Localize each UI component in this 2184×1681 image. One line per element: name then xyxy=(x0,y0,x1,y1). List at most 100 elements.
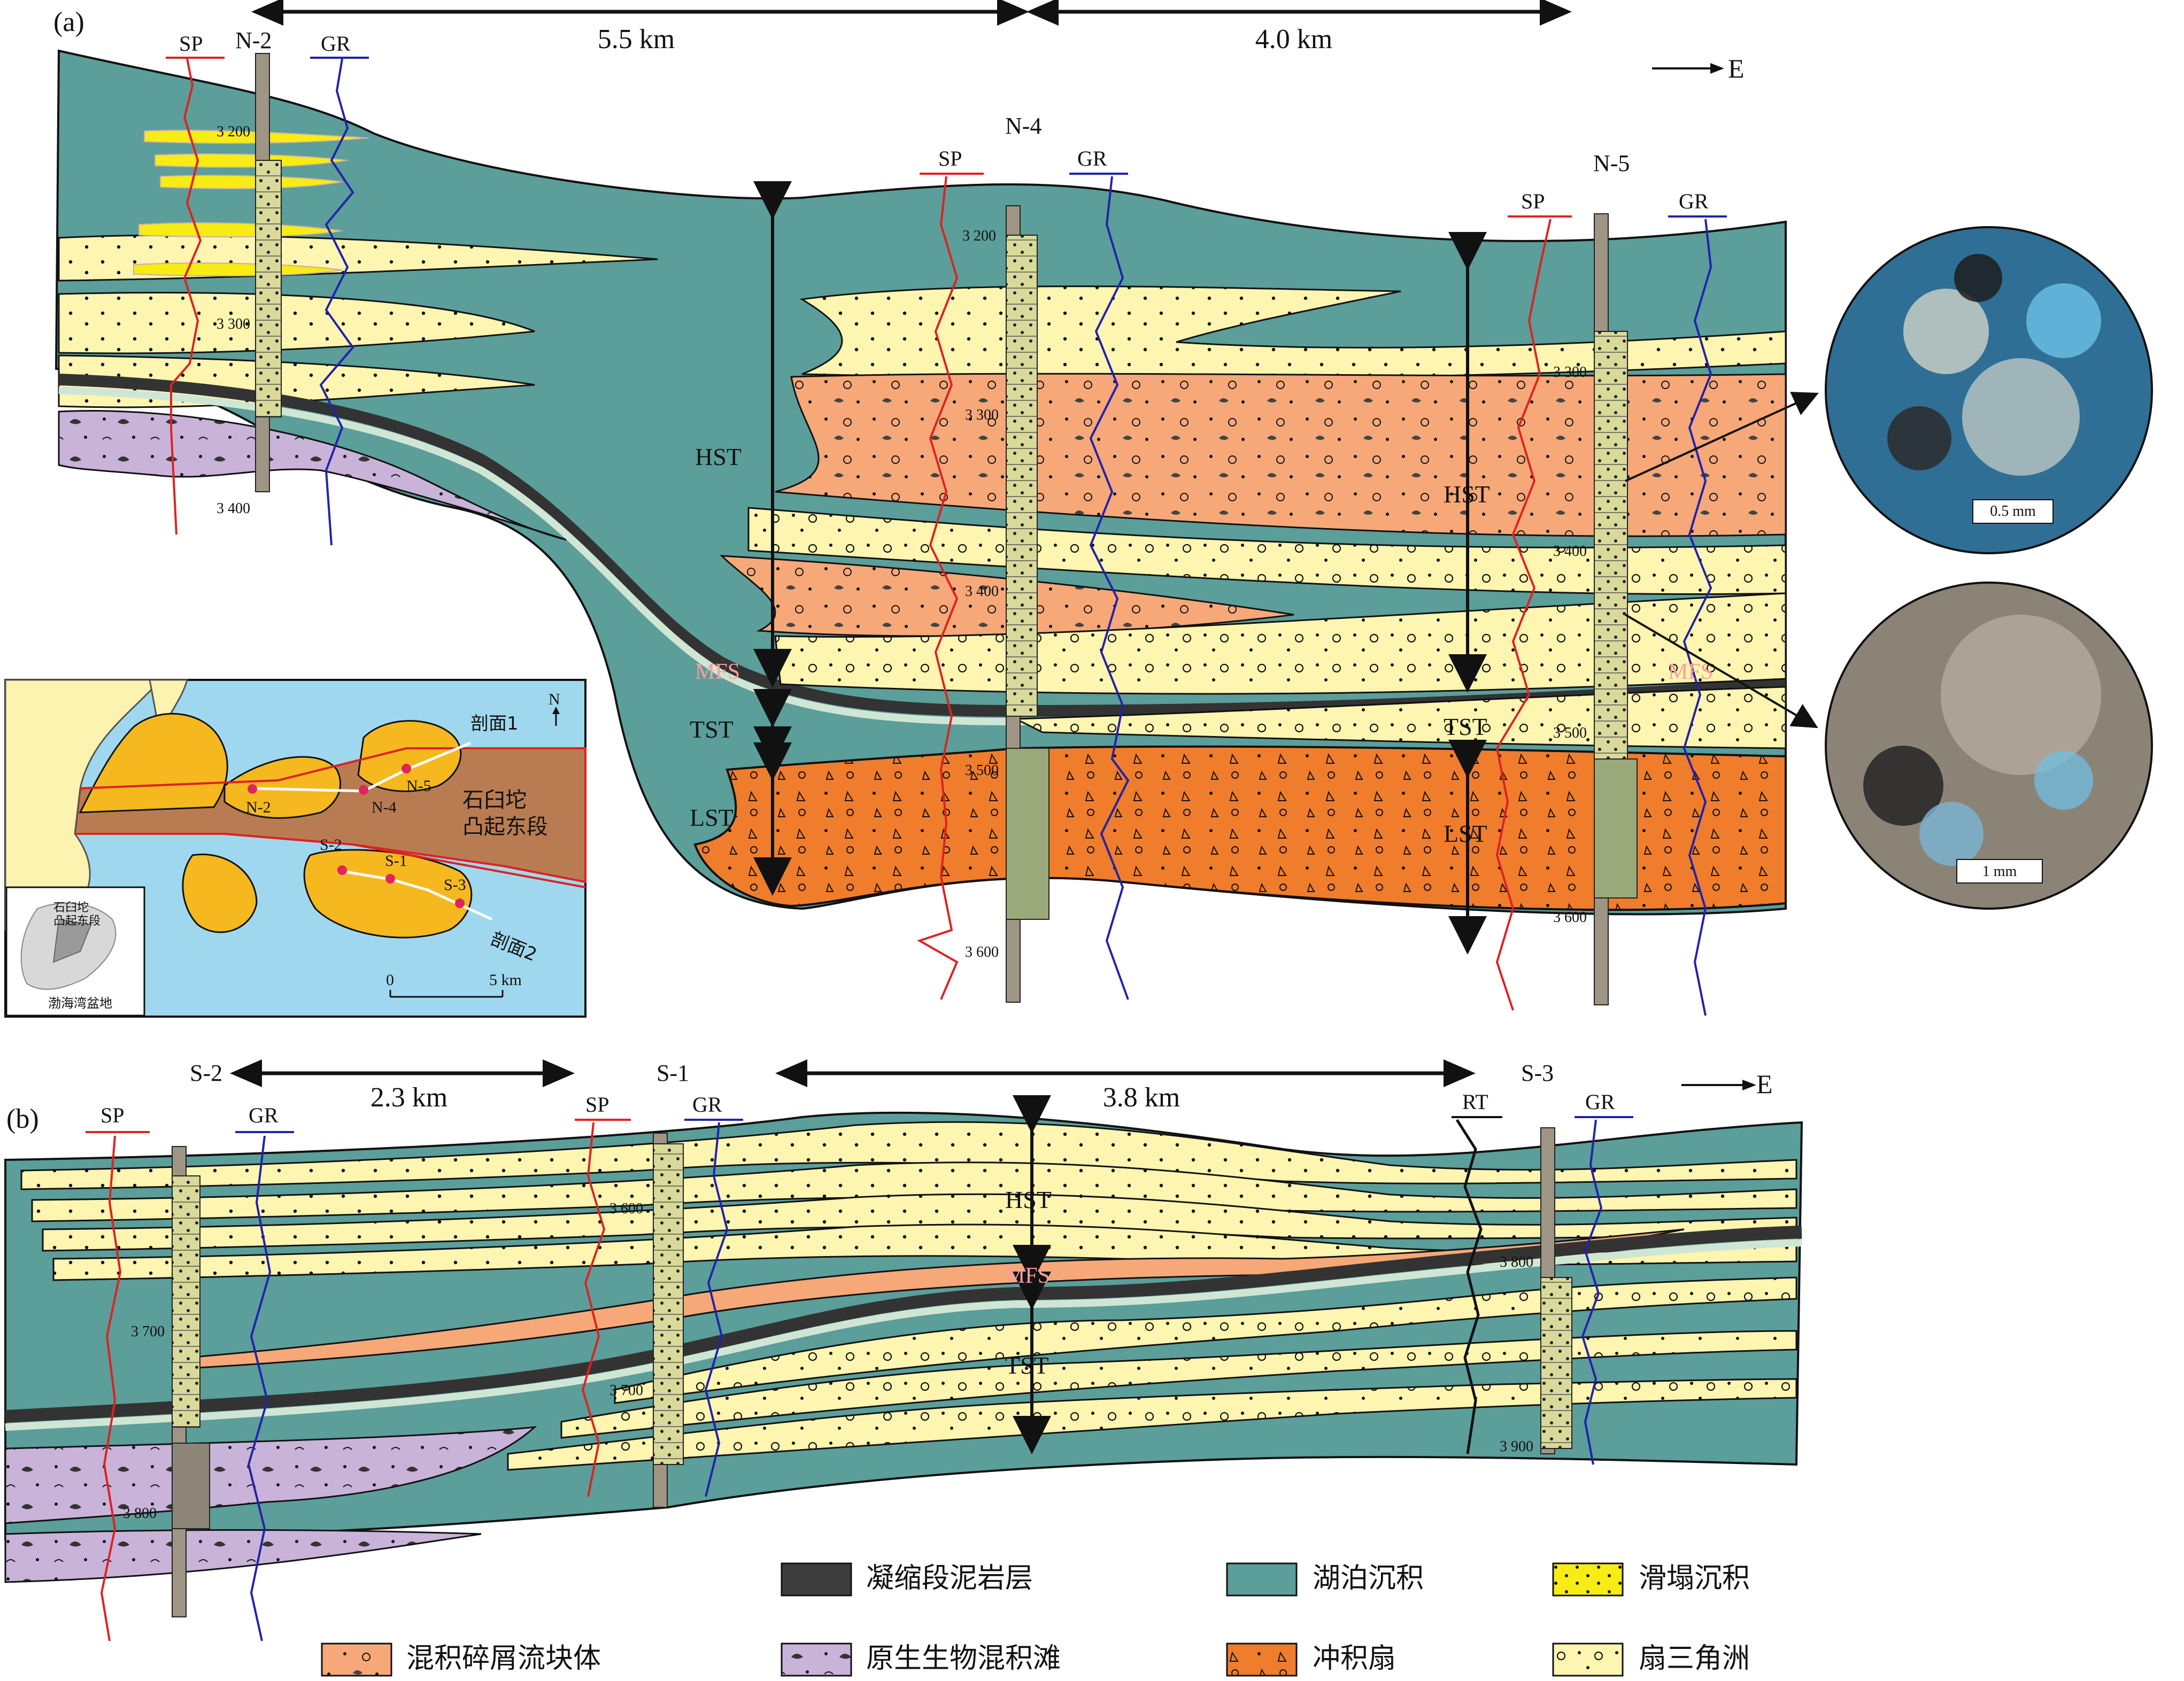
distance-label-2-3km: 2.3 km xyxy=(371,1082,447,1113)
scale-0-5mm: 0.5 mm xyxy=(1990,503,2036,520)
well-s2-sp-label: SP xyxy=(101,1103,125,1127)
well-s1: S-1 SP GR 3 600 3 700 xyxy=(575,1060,743,1508)
orange-fan-sw xyxy=(182,854,258,933)
legend-fandelta: 扇三角洲 xyxy=(1552,1643,1750,1677)
mini-region-line2: 凸起东段 xyxy=(53,915,101,928)
n4-depth-3300: 3 300 xyxy=(965,407,999,423)
n2-bioshoal xyxy=(58,410,567,541)
legend-lake: 湖泊沉积 xyxy=(1226,1562,1424,1597)
distance-label-3-8km: 3.8 km xyxy=(1103,1082,1180,1113)
legend-condensed: 凝缩段泥岩层 xyxy=(781,1562,1033,1597)
tst-label-n4: TST xyxy=(690,716,734,743)
legend-alluvial-label: 冲积扇 xyxy=(1313,1643,1396,1675)
pointer-to-photo-2 xyxy=(1624,614,1818,729)
well-n2: N-2 SP GR 3 200 3 300 3 400 xyxy=(166,27,369,546)
mfs-label-b: MFS xyxy=(1005,1264,1050,1288)
inset-scale-bar: 0 5 km xyxy=(386,971,522,998)
scale-5km: 5 km xyxy=(489,971,522,989)
mini-basin: 渤海湾盆地 xyxy=(48,996,112,1011)
well-n2-gr-label: GR xyxy=(321,32,351,56)
well-s1-label: S-1 xyxy=(657,1060,689,1086)
legend: 凝缩段泥岩层 湖泊沉积 滑塌沉积 混积碎屑流块体 原生生物混积滩 冲积扇 扇三角… xyxy=(321,1562,1750,1677)
distance-arrow-5-5km: 5.5 km xyxy=(251,0,1029,55)
well-n4-sp-label: SP xyxy=(938,146,962,171)
north-label: N xyxy=(549,691,560,708)
east-label-b: E xyxy=(1756,1069,1773,1099)
lst-label-n4: LST xyxy=(690,804,734,831)
tst-label-n5: TST xyxy=(1444,713,1487,740)
well-s1-sp-label: SP xyxy=(585,1093,609,1117)
systems-tracts-n4: HST MFS TST LST xyxy=(690,181,792,896)
well-s2: S-2 SP GR 3 700 3 800 xyxy=(86,1060,294,1641)
well-n5: N-5 SP GR 3 300 3 400 3 500 3 600 xyxy=(1495,150,1727,1016)
n4-depth-3600: 3 600 xyxy=(965,944,999,960)
n5-depth-3600: 3 600 xyxy=(1553,909,1587,926)
n2-depth-3300: 3 300 xyxy=(217,316,250,332)
well-s2-label: S-2 xyxy=(190,1060,222,1086)
scale-1mm: 1 mm xyxy=(1982,863,2017,880)
panel-a-label: (a) xyxy=(53,7,84,37)
distance-arrow-2-3km: 2.3 km xyxy=(230,1059,575,1113)
inset-s3: S-3 xyxy=(444,876,466,894)
panel-b-label: (b) xyxy=(6,1104,39,1134)
well-n4-gr-label: GR xyxy=(1077,146,1107,171)
well-n2-sp-label: SP xyxy=(179,32,203,56)
well-n5-sp-label: SP xyxy=(1521,189,1545,213)
systems-tracts-b: HST MFS TST xyxy=(1005,1095,1052,1454)
panel-a: (a) 5.5 km 4.0 km E xyxy=(53,0,2153,1016)
legend-debris-label: 混积碎屑流块体 xyxy=(406,1643,601,1675)
well-n4: N-4 SP GR 3 200 3 300 3 400 3 500 3 600 xyxy=(917,113,1130,1003)
n4-depth-3400: 3 400 xyxy=(965,583,999,600)
distance-label-4-0km: 4.0 km xyxy=(1255,24,1332,55)
systems-tracts-n5: HST MFS TST LST xyxy=(1444,232,1713,955)
inset-n4: N-4 xyxy=(372,799,397,816)
thin-section-photo-1: 0.5 mm xyxy=(1825,226,2153,554)
panel-b: (b) 2.3 km 3.8 km E xyxy=(4,1059,1803,1641)
inset-region-line1: 石臼坨 xyxy=(462,788,527,812)
s2-depth-3800: 3 800 xyxy=(123,1505,157,1522)
n2-depth-3200: 3 200 xyxy=(217,123,250,140)
scale-zero: 0 xyxy=(386,971,394,989)
north-arrow: N xyxy=(549,691,560,726)
tst-fan-delta-a xyxy=(1015,686,1787,749)
mini-region-line1: 石臼坨 xyxy=(53,901,89,915)
inset-s1: S-1 xyxy=(385,852,407,870)
legend-bioshoal-label: 原生生物混积滩 xyxy=(866,1643,1061,1675)
s3-depth-3800: 3 800 xyxy=(1500,1254,1533,1271)
tst-label-b: TST xyxy=(1005,1352,1049,1379)
inset-n2: N-2 xyxy=(246,799,271,816)
inset-region-line2: 凸起东段 xyxy=(462,815,548,839)
well-s1-gr-label: GR xyxy=(692,1093,722,1117)
well-s3: S-3 RT GR SP 3 800 3 900 xyxy=(1452,1060,1633,1465)
hst-label-b: HST xyxy=(1005,1186,1052,1213)
hst-label-n5: HST xyxy=(1444,481,1490,508)
n2-fan-delta-layers xyxy=(58,129,658,408)
s2-depth-3700: 3 700 xyxy=(131,1323,165,1340)
n4-depth-3200: 3 200 xyxy=(962,228,996,244)
inset-s2: S-2 xyxy=(320,836,342,854)
n4-depth-3500: 3 500 xyxy=(965,762,999,779)
legend-bioshoal: 原生生物混积滩 xyxy=(781,1643,1061,1677)
legend-slump-label: 滑塌沉积 xyxy=(1639,1562,1750,1594)
legend-lake-label: 湖泊沉积 xyxy=(1313,1562,1424,1594)
orange-fan-n5 xyxy=(357,720,462,792)
s1-depth-3600: 3 600 xyxy=(609,1200,643,1217)
legend-slump: 滑塌沉积 xyxy=(1552,1562,1750,1597)
mfs-label-n4: MFS xyxy=(695,660,740,684)
hst-label-n4: HST xyxy=(695,443,742,470)
well-s3-rt-label: RT xyxy=(1462,1090,1488,1114)
s3-depth-3900: 3 900 xyxy=(1500,1438,1533,1455)
well-n5-label: N-5 xyxy=(1593,150,1630,176)
mfs-label-n5: MFS xyxy=(1668,660,1713,684)
distance-arrow-4-0km: 4.0 km xyxy=(1027,0,1572,55)
well-s3-gr-label: GR xyxy=(1585,1090,1615,1114)
bioshoal-b-lower xyxy=(4,1529,482,1583)
s1-depth-3700: 3 700 xyxy=(609,1382,643,1399)
legend-condensed-label: 凝缩段泥岩层 xyxy=(866,1562,1033,1594)
distance-arrow-3-8km: 3.8 km xyxy=(775,1059,1476,1113)
n5-depth-3500: 3 500 xyxy=(1553,725,1587,741)
hst-fan-delta-layers-b xyxy=(20,1121,1797,1281)
well-n2-label: N-2 xyxy=(235,27,272,53)
inset-n5: N-5 xyxy=(406,777,431,795)
